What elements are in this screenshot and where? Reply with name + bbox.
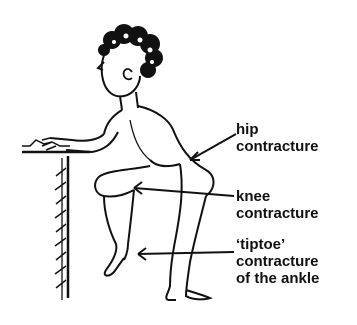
ankle-pointer-arrow [138,248,234,260]
hip-label-line-2: contracture [236,138,319,155]
child-hip [150,160,180,166]
knee-contracture-label: knee contracture [236,188,319,222]
table-ledge [22,140,90,300]
child-torso [104,106,214,196]
hip-pointer-arrow [190,134,236,160]
child-head [98,48,140,110]
knee-pointer-arrow [134,182,234,196]
standing-leg [166,164,210,300]
ankle-contracture-label: ‘tiptoe’ contracture of the ankle [236,236,319,287]
ear [124,69,132,79]
ankle-label-line-3: of the ankle [236,270,319,287]
knee-label-line-2: contracture [236,205,319,222]
hip-label-line-1: hip [236,121,319,138]
ankle-label-line-2: contracture [236,253,319,270]
ankle-label-line-1: ‘tiptoe’ [236,236,319,253]
hip-contracture-label: hip contracture [236,121,319,155]
knee-label-line-1: knee [236,188,319,205]
